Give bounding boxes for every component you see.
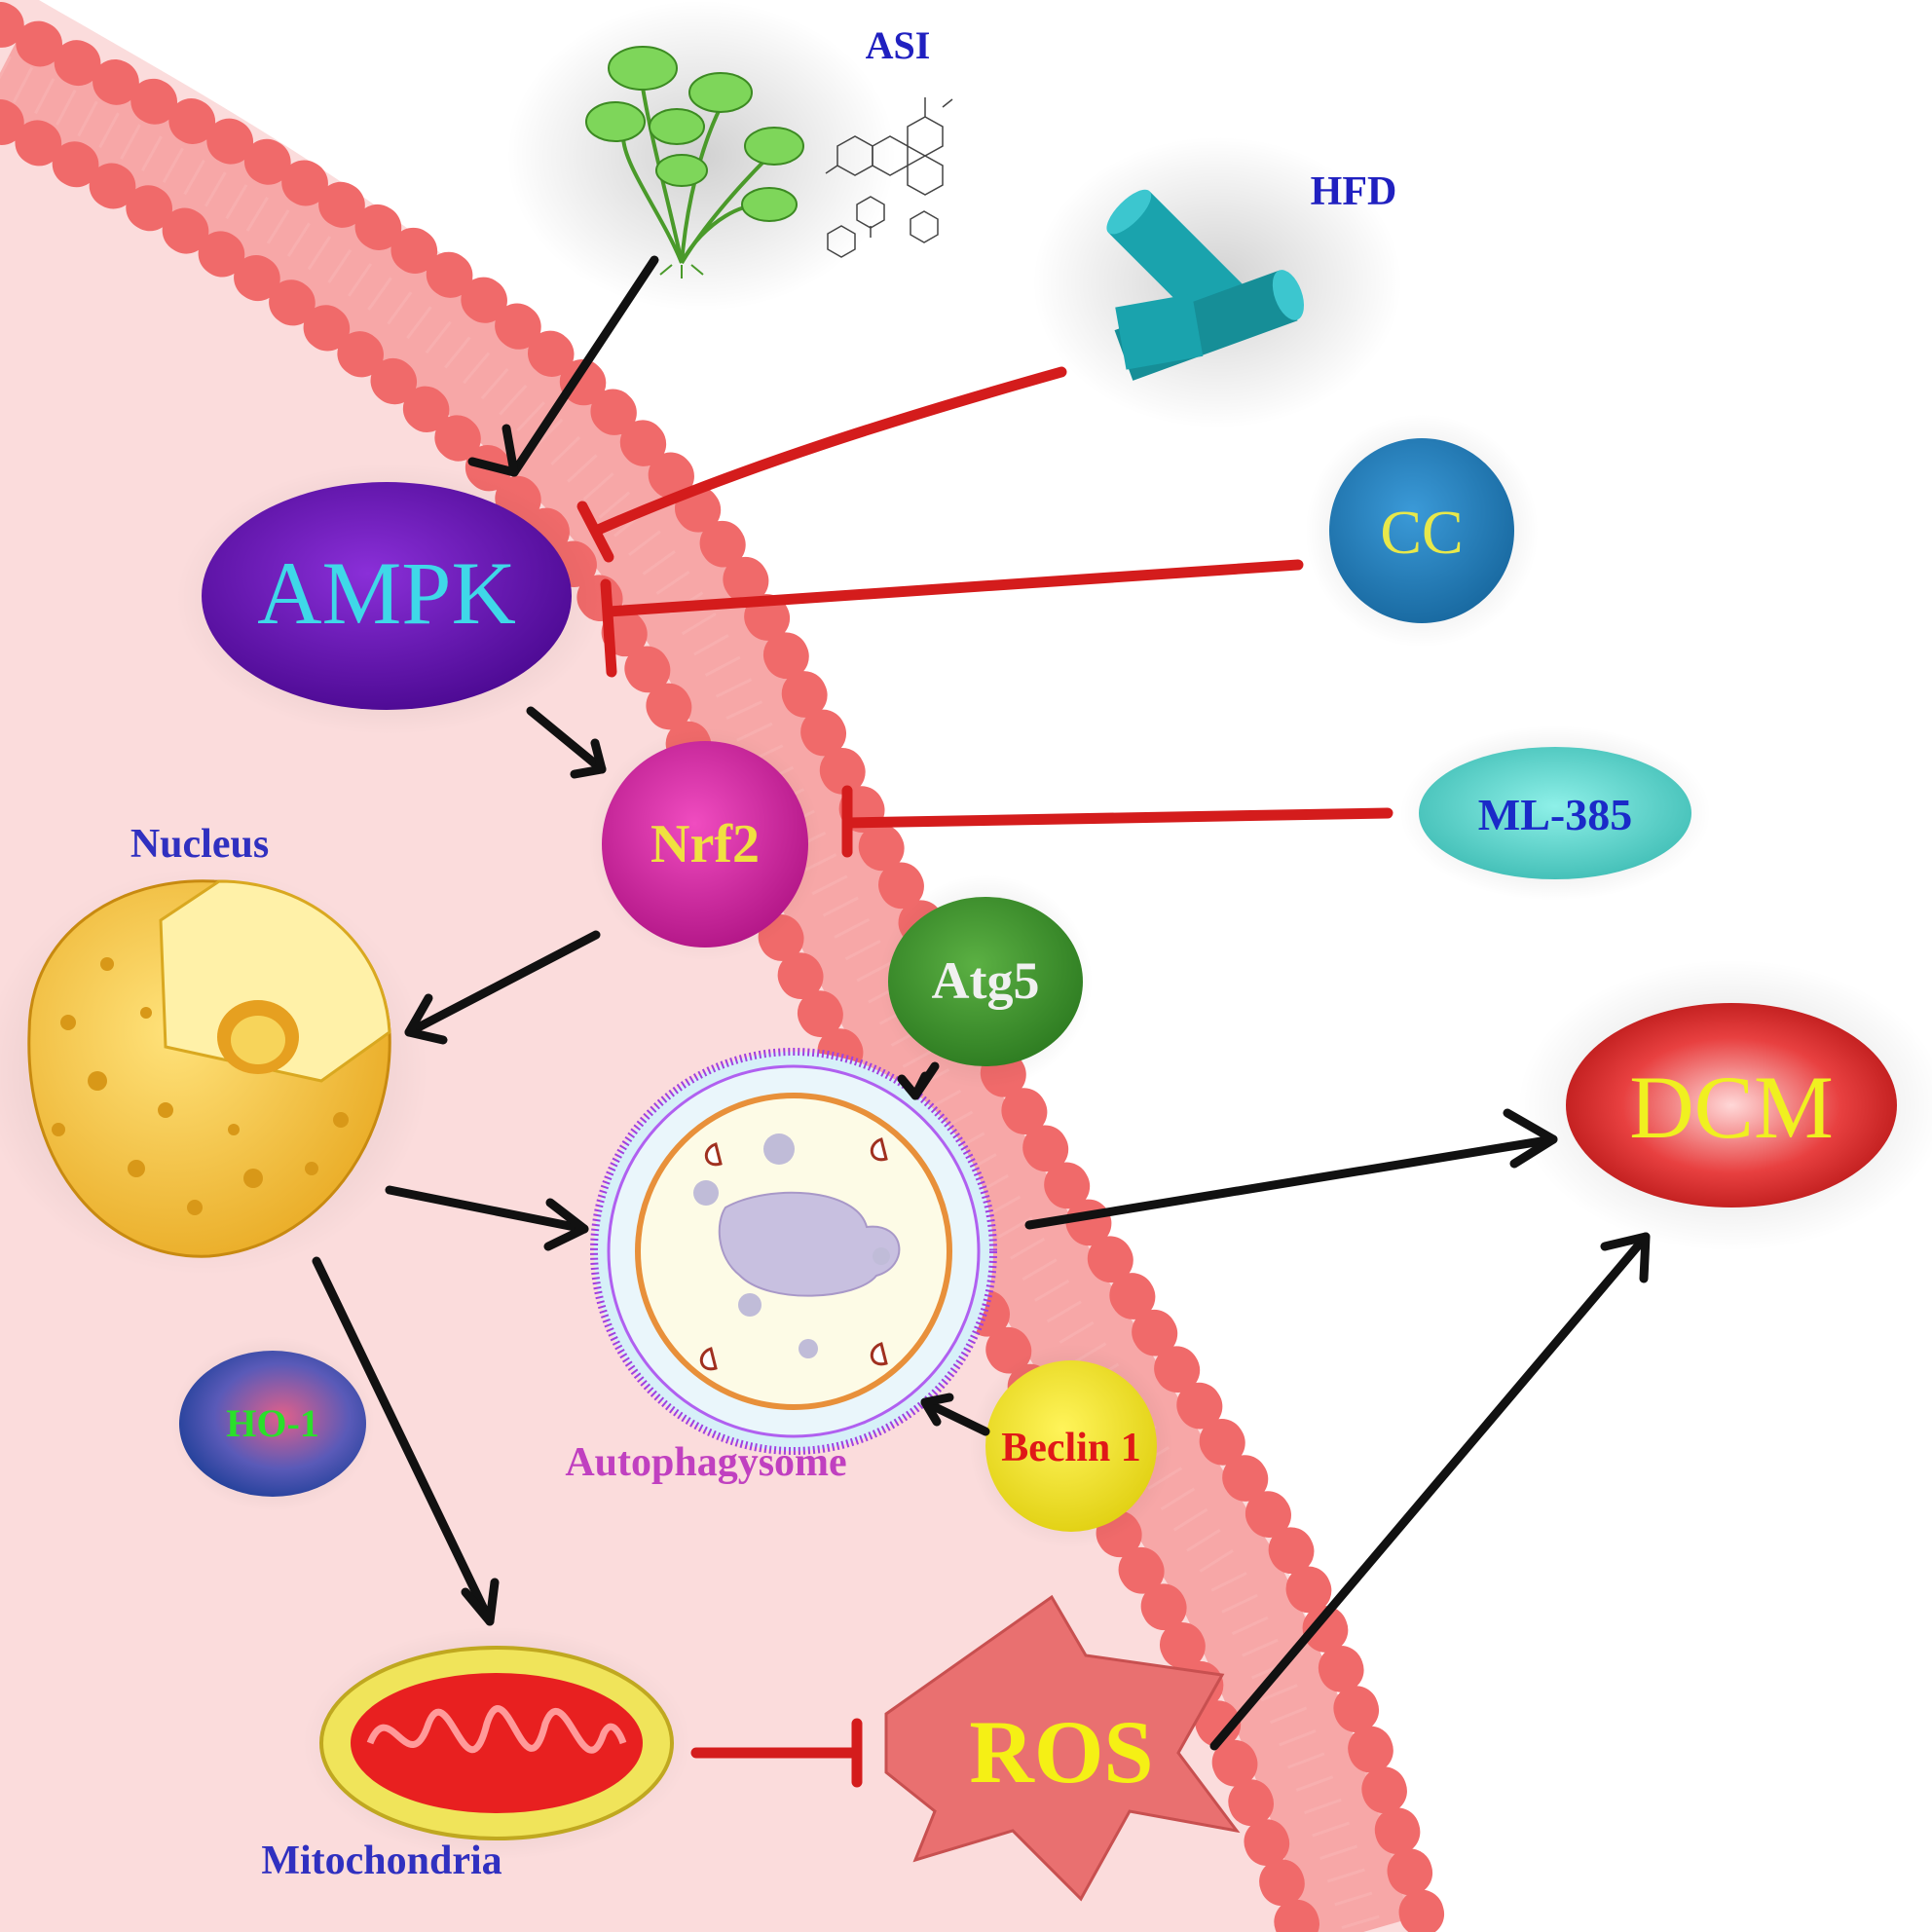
- arrow-beclin1-autophagosome: [920, 1397, 990, 1436]
- arrow-nucleus-autophagosome: [385, 1185, 589, 1234]
- arrow-ros-dcm: [1209, 1232, 1651, 1751]
- autophagosome-icon: [590, 1048, 997, 1455]
- ros-label: ROS: [969, 1702, 1153, 1802]
- cc-node: CC: [1305, 414, 1539, 648]
- beclin1-node: Beclin 1: [969, 1344, 1173, 1548]
- inhibit-ml385-nrf2: [841, 807, 1393, 829]
- dcm-node: DCM: [1517, 959, 1932, 1251]
- asi-plant-icon: [506, 0, 896, 312]
- arrow-ampk-nrf2: [526, 706, 607, 774]
- ho1-node: HO-1: [170, 1336, 375, 1511]
- nrf2-label: Nrf2: [650, 814, 760, 874]
- arrow-nrf2-nucleus: [404, 930, 601, 1037]
- activation-arrows: [312, 255, 1651, 1751]
- cc-label: CC: [1380, 498, 1463, 567]
- mitochondria-label: Mitochondria: [261, 1839, 502, 1883]
- inhibition-arrows: [576, 366, 1393, 1788]
- inhibit-hfd-ampk: [590, 366, 1067, 537]
- hfd-label: HFD: [1311, 169, 1397, 214]
- dcm-label: DCM: [1629, 1058, 1834, 1157]
- autophagysome-label: Autophagysome: [565, 1440, 846, 1485]
- asi-molecule-icon: [825, 97, 953, 258]
- arrow-asi-ampk: [509, 255, 659, 477]
- mitochondria-icon: [302, 1626, 691, 1860]
- atg5-node: Atg5: [878, 874, 1093, 1089]
- nucleus-label: Nucleus: [130, 822, 269, 867]
- nucleus-icon: [0, 867, 428, 1276]
- ml385-node: ML-385: [1399, 725, 1711, 901]
- ho1-label: HO-1: [226, 1401, 319, 1445]
- ros-node: ROS: [884, 1594, 1241, 1902]
- ml385-label: ML-385: [1478, 790, 1632, 839]
- beclin1-label: Beclin 1: [1001, 1426, 1141, 1470]
- atg5-label: Atg5: [932, 951, 1040, 1010]
- arrow-nucleus-mitochondria: [312, 1256, 495, 1626]
- ampk-label: AMPK: [257, 543, 516, 643]
- ampk-node: AMPK: [175, 463, 604, 735]
- arrow-autophagosome-dcm: [1024, 1134, 1558, 1230]
- hfd-icon: [1032, 136, 1402, 428]
- inhibit-cc-ampk: [603, 559, 1304, 617]
- nrf2-node: Nrf2: [588, 727, 822, 961]
- asi-label: ASI: [866, 23, 931, 67]
